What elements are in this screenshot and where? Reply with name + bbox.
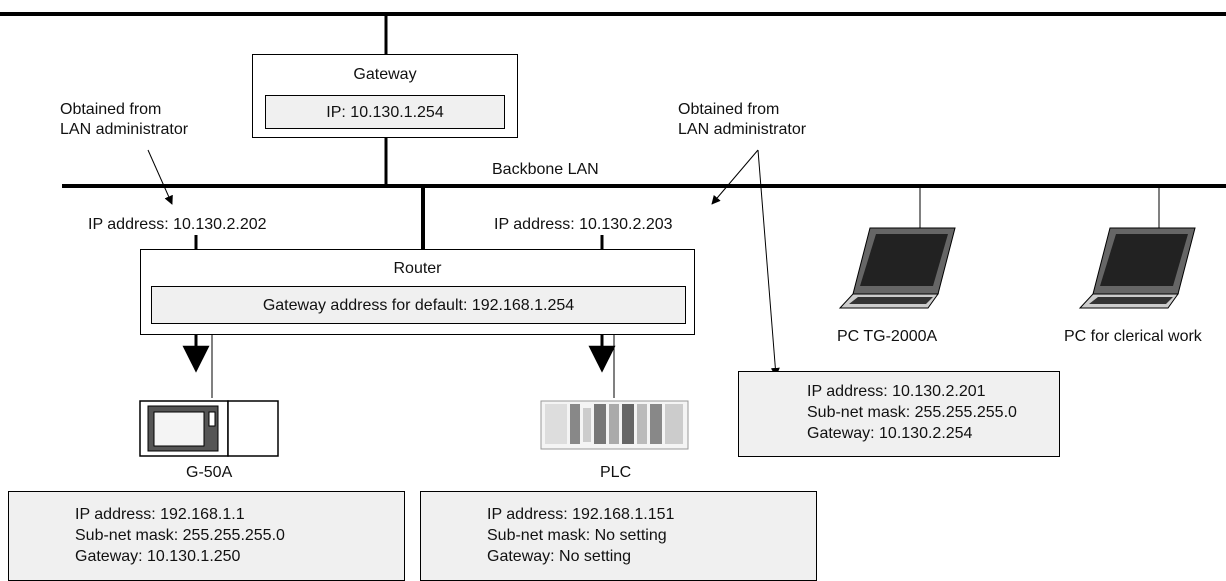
pc-tg-label: PC TG-2000A bbox=[837, 328, 938, 345]
controller-icon bbox=[139, 400, 279, 457]
router-default-gateway: Gateway address for default: 192.168.1.2… bbox=[262, 297, 575, 314]
g50a-info-box: IP address: 192.168.1.1 Sub-net mask: 25… bbox=[8, 491, 405, 581]
pc-tg-subnet: Sub-net mask: 255.255.255.0 bbox=[807, 404, 1017, 421]
g50a-label: G-50A bbox=[186, 464, 233, 481]
pc-tg-ip: IP address: 10.130.2.201 bbox=[807, 383, 986, 400]
laptop-icon bbox=[1078, 227, 1196, 309]
plc-label: PLC bbox=[600, 464, 632, 481]
left-note-line-2: LAN administrator bbox=[60, 121, 189, 138]
gateway-ip-box: IP: 10.130.1.254 bbox=[265, 95, 505, 129]
backbone-label: Backbone LAN bbox=[492, 161, 599, 178]
arrow-right-note-2 bbox=[757, 149, 780, 377]
plc-gateway: Gateway: No setting bbox=[487, 548, 632, 565]
right-note-line-1: Obtained from bbox=[678, 101, 780, 118]
g50a-gateway: Gateway: 10.130.1.250 bbox=[75, 548, 241, 565]
router-box: Router Gateway address for default: 192.… bbox=[140, 249, 695, 335]
pc-clerical-label: PC for clerical work bbox=[1064, 328, 1202, 345]
pc-tg-info-box: IP address: 10.130.2.201 Sub-net mask: 2… bbox=[738, 371, 1060, 457]
plc-subnet: Sub-net mask: No setting bbox=[487, 527, 667, 544]
plc-ip: IP address: 192.168.1.151 bbox=[487, 506, 675, 523]
gateway-box: Gateway IP: 10.130.1.254 bbox=[252, 54, 518, 138]
gateway-title: Gateway bbox=[353, 66, 417, 83]
ip-label-left: IP address: 10.130.2.202 bbox=[88, 215, 267, 235]
router-title: Router bbox=[393, 260, 442, 277]
plc-rack-icon bbox=[540, 400, 689, 450]
pc-tg-gateway: Gateway: 10.130.2.254 bbox=[807, 425, 973, 442]
g50a-subnet: Sub-net mask: 255.255.255.0 bbox=[75, 527, 285, 544]
arrow-left-note bbox=[147, 149, 173, 205]
arrow-right-note-1 bbox=[711, 149, 759, 205]
right-note-line-2: LAN administrator bbox=[678, 121, 807, 138]
gateway-ip: IP: 10.130.1.254 bbox=[326, 104, 444, 121]
router-default-gateway-box: Gateway address for default: 192.168.1.2… bbox=[151, 286, 686, 324]
left-note-line-1: Obtained from bbox=[60, 101, 162, 118]
laptop-icon bbox=[838, 227, 956, 309]
ip-label-right: IP address: 10.130.2.203 bbox=[494, 215, 673, 235]
g50a-ip: IP address: 192.168.1.1 bbox=[75, 506, 245, 523]
plc-info-box: IP address: 192.168.1.151 Sub-net mask: … bbox=[420, 491, 817, 581]
